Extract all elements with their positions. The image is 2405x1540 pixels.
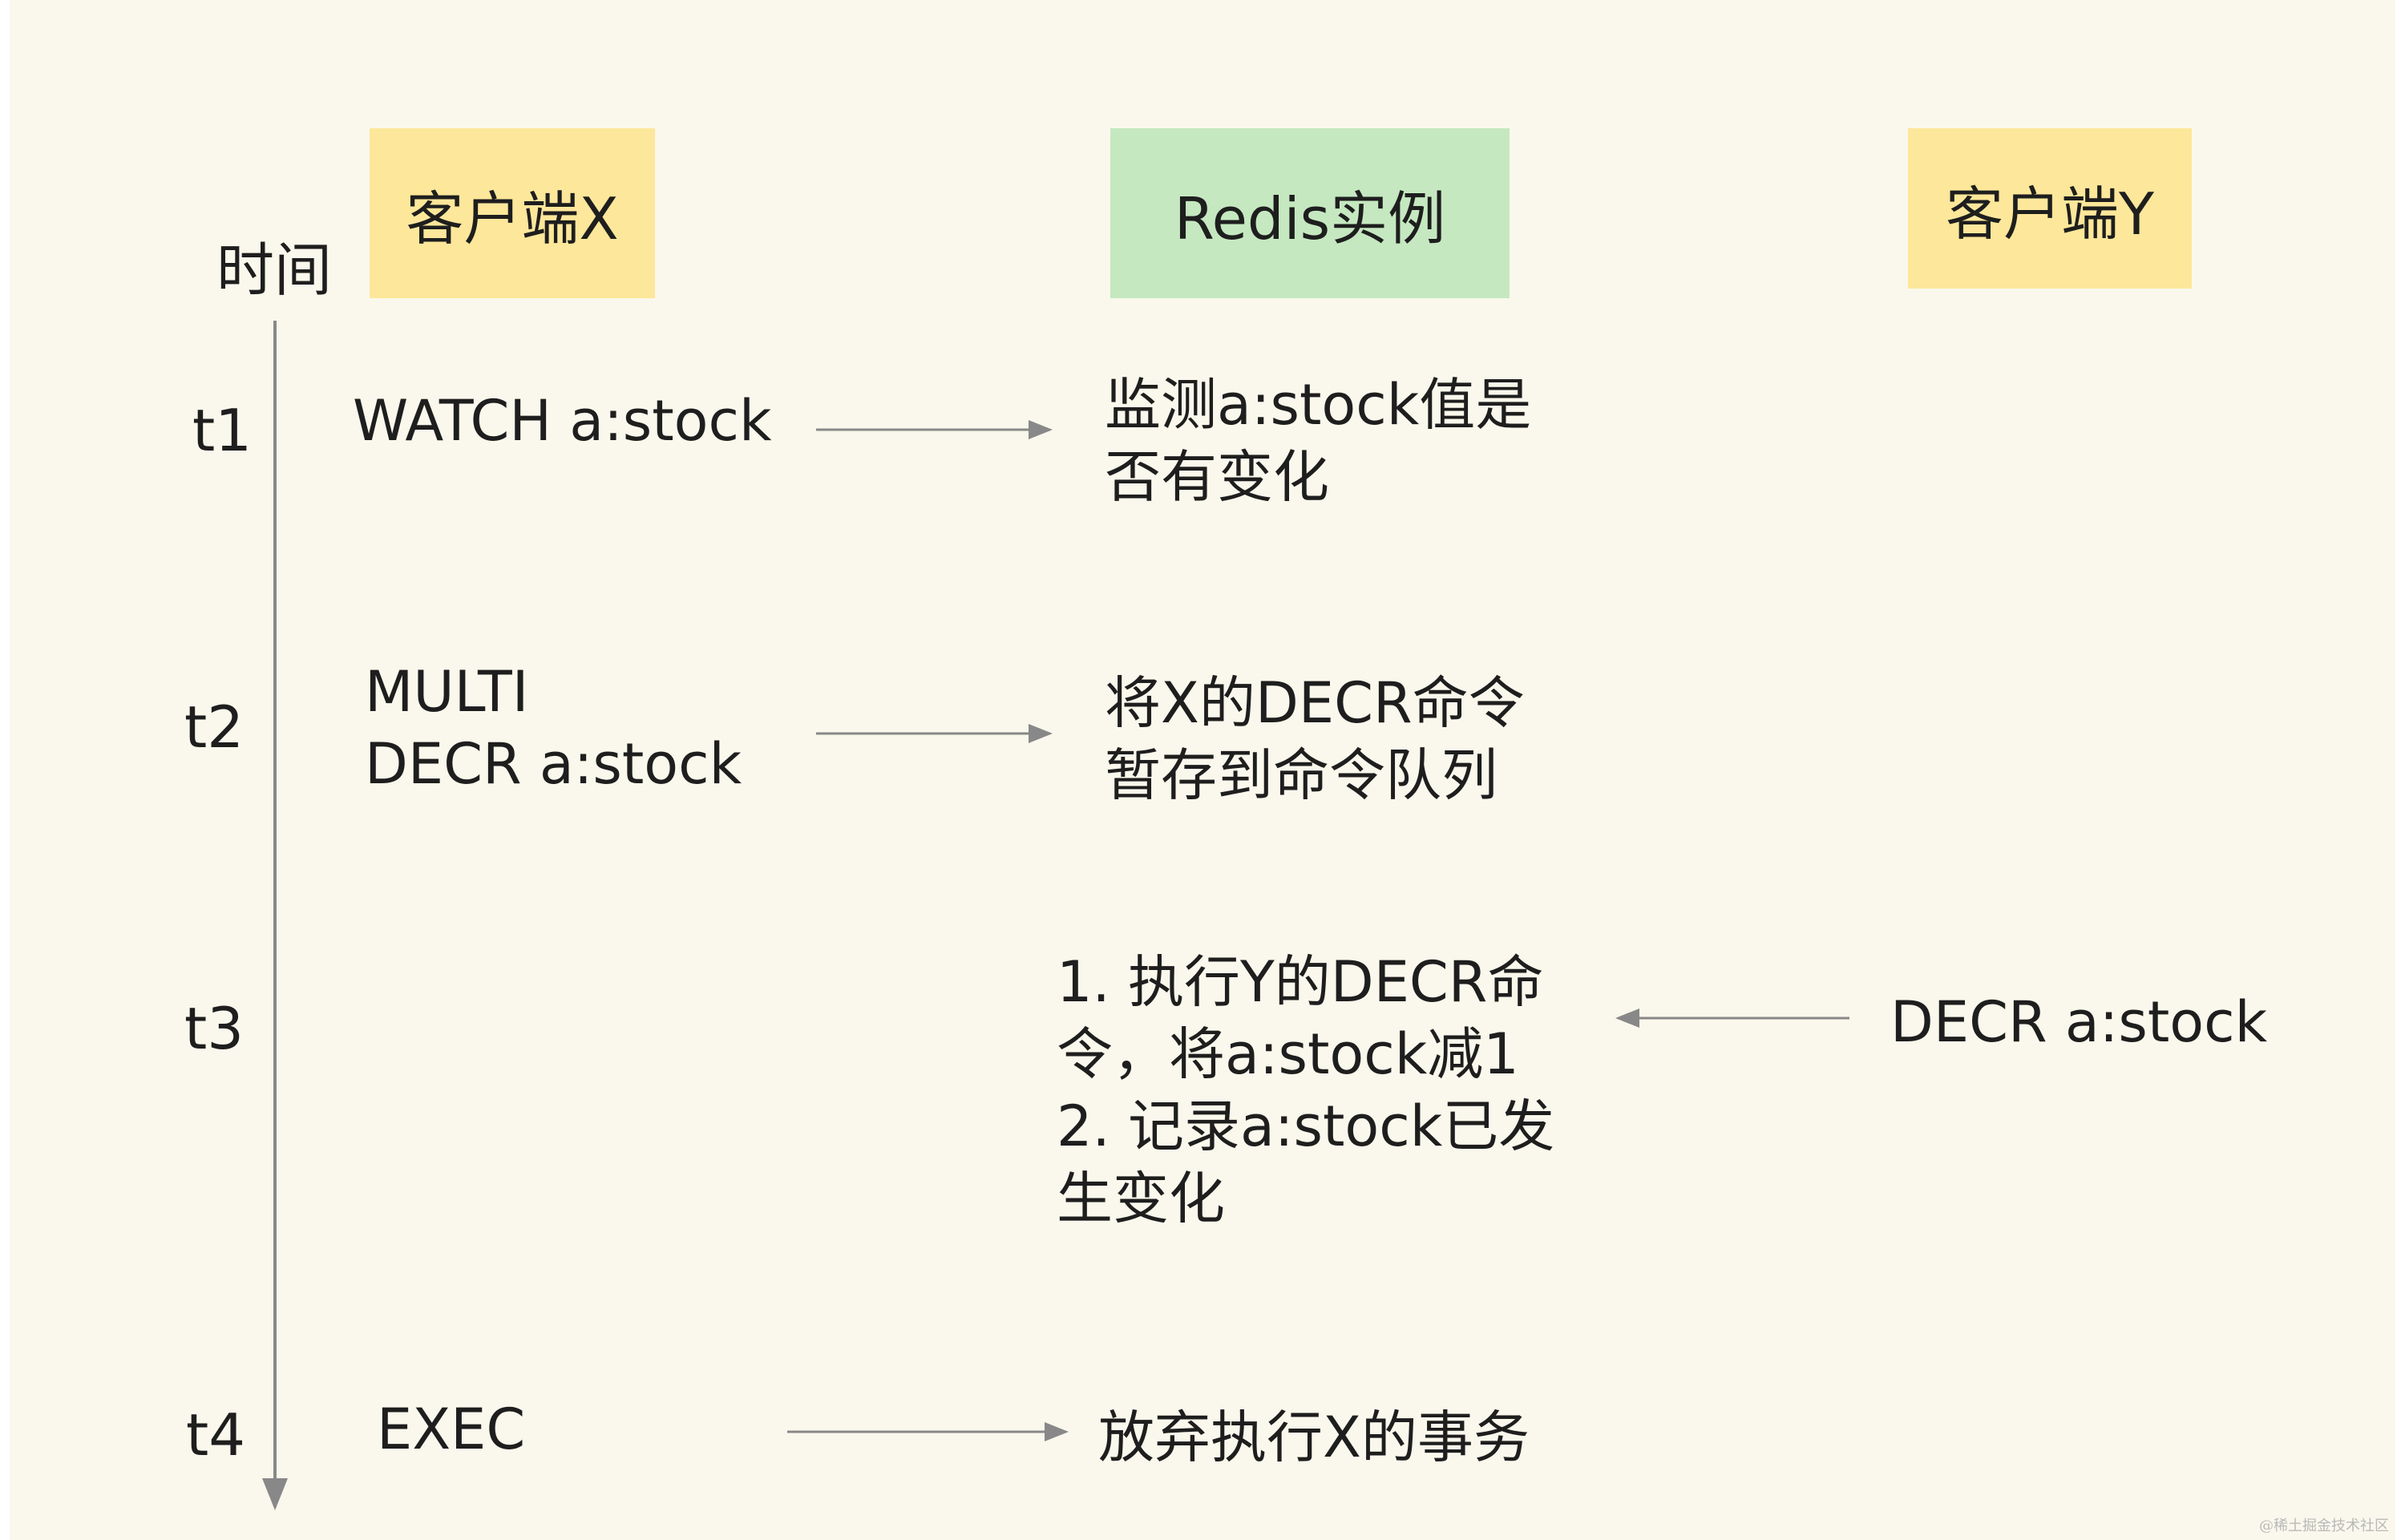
- client-x-label: 客户端X: [406, 184, 619, 253]
- client-y-label: 客户端Y: [1946, 180, 2154, 248]
- redis-action-t4: 放弃执行X的事务: [1098, 1405, 1530, 1470]
- client-x-command-t4: EXEC: [377, 1397, 526, 1462]
- client-y-command-t3: DECR a:stock: [1890, 989, 2268, 1055]
- watermark: @稀土掘金技术社区: [2259, 1518, 2389, 1534]
- redis-instance-header: Redis实例: [1110, 128, 1510, 298]
- client-y-header: 客户端Y: [1908, 128, 2192, 289]
- redis-action-t1: 监测a:stock值是 否有变化: [1105, 369, 1531, 513]
- time-label-t3: t3: [184, 995, 245, 1062]
- redis-action-t2-line1: 将X的DECR命令: [1105, 670, 1525, 736]
- time-label-t1: t1: [192, 397, 253, 464]
- client-x-header: 客户端X: [370, 128, 655, 298]
- redis-action-t2: 将X的DECR命令 暂存到命令队列: [1105, 667, 1525, 811]
- client-x-command-t2-line2: DECR a:stock: [365, 731, 742, 797]
- redis-action-t1-line2: 否有变化: [1105, 444, 1329, 510]
- redis-action-t3-line4: 生变化: [1057, 1166, 1225, 1231]
- redis-action-t3-line1: 1. 执行Y的DECR命: [1057, 949, 1544, 1015]
- redis-action-t3-line3: 2. 记录a:stock已发: [1057, 1093, 1555, 1159]
- redis-action-t3-line2: 令，将a:stock减1: [1057, 1021, 1519, 1087]
- redis-action-t3: 1. 执行Y的DECR命 令，将a:stock减1 2. 记录a:stock已发…: [1057, 946, 1554, 1235]
- client-x-command-t2-line1: MULTI: [365, 659, 529, 725]
- time-label-t2: t2: [184, 693, 245, 761]
- client-x-command-t2: MULTI DECR a:stock: [365, 656, 742, 800]
- redis-instance-label: Redis实例: [1174, 184, 1446, 253]
- client-x-command-t1: WATCH a:stock: [353, 388, 772, 454]
- redis-action-t1-line1: 监测a:stock值是: [1105, 372, 1532, 438]
- redis-action-t2-line2: 暂存到命令队列: [1105, 742, 1498, 808]
- time-axis-label: 时间: [216, 236, 333, 304]
- time-label-t4: t4: [186, 1401, 246, 1469]
